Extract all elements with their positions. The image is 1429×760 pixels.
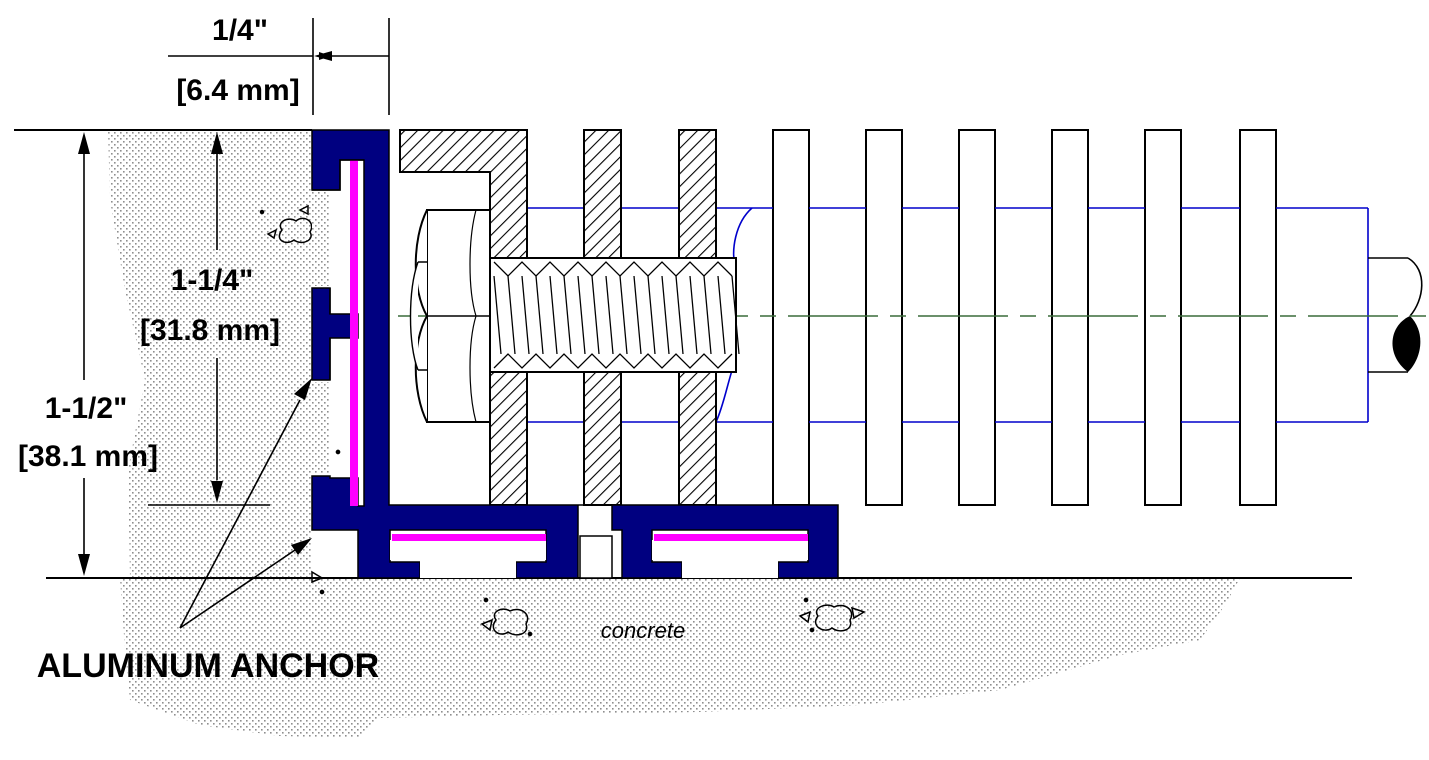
thread-flank — [619, 275, 628, 355]
thread-crest — [493, 353, 733, 369]
thread-flank — [563, 275, 572, 355]
inner-height-label-in: 1-1/4" — [171, 264, 254, 297]
thread-flank — [703, 275, 712, 355]
dim-total-arrow-top — [78, 132, 90, 154]
thread-crest — [493, 261, 733, 277]
spacer-plate — [678, 371, 717, 506]
concrete-label: concrete — [601, 618, 685, 643]
fin-plate — [1144, 129, 1182, 506]
thread-flank — [605, 275, 614, 355]
thread-flank — [577, 275, 586, 355]
thread-flank — [507, 275, 516, 355]
shaft-end — [1368, 257, 1423, 373]
dim-total-arrow-bottom — [78, 554, 90, 576]
thread-flank — [731, 275, 740, 355]
fin-plate — [1051, 129, 1089, 506]
thread-flank — [633, 275, 642, 355]
thread-flank — [647, 275, 656, 355]
thread-flank — [493, 275, 502, 355]
insert-strip — [392, 534, 546, 541]
dimension-width — [168, 18, 390, 115]
concrete-bottom — [120, 578, 1240, 738]
thread-flank — [521, 275, 530, 355]
fin-plate — [865, 129, 903, 506]
shaft — [527, 207, 1369, 423]
width-label-in: 1/4" — [212, 14, 268, 47]
thread-flank — [675, 275, 684, 355]
spacer-plate — [678, 129, 717, 259]
spacer-plates — [583, 129, 717, 506]
bolt-head — [409, 209, 491, 423]
total-height-label-in: 1-1/2" — [45, 392, 128, 425]
thread-flank — [535, 275, 544, 355]
dim-inner-arrow-bottom — [211, 481, 223, 503]
thread-flank — [717, 275, 726, 355]
insert-strip — [654, 534, 808, 541]
fin-plates — [772, 129, 1277, 506]
width-label-mm: [6.4 mm] — [176, 74, 299, 107]
thread-flank — [549, 275, 558, 355]
bolt-thread — [489, 257, 740, 373]
callout-arrow-upper — [294, 378, 312, 400]
anchor-callout-leaders — [179, 399, 301, 629]
dim-inner-arrow-top — [211, 132, 223, 154]
extrusion-outline — [312, 159, 364, 380]
clamp-plate — [399, 129, 528, 506]
total-height-label-mm: [38.1 mm] — [18, 440, 158, 473]
fin-plate — [772, 129, 810, 506]
dim-width-arrow — [314, 51, 332, 61]
fin-plate — [958, 129, 996, 506]
dimension-inner-height — [148, 152, 270, 506]
callout-arrow-lower — [291, 538, 312, 555]
concrete-left — [108, 130, 358, 578]
spacer-plate — [583, 371, 622, 506]
insert-strips — [350, 160, 808, 541]
insert-strip — [350, 160, 358, 506]
inner-height-label-mm: [31.8 mm] — [140, 314, 280, 347]
thread-flank — [689, 275, 698, 355]
anchor-callout-label: ALUMINUM ANCHOR — [37, 647, 379, 685]
thread-flank — [661, 275, 670, 355]
fin-plate — [1239, 129, 1277, 506]
spacer-plate — [583, 129, 622, 259]
thread-flank — [591, 275, 600, 355]
